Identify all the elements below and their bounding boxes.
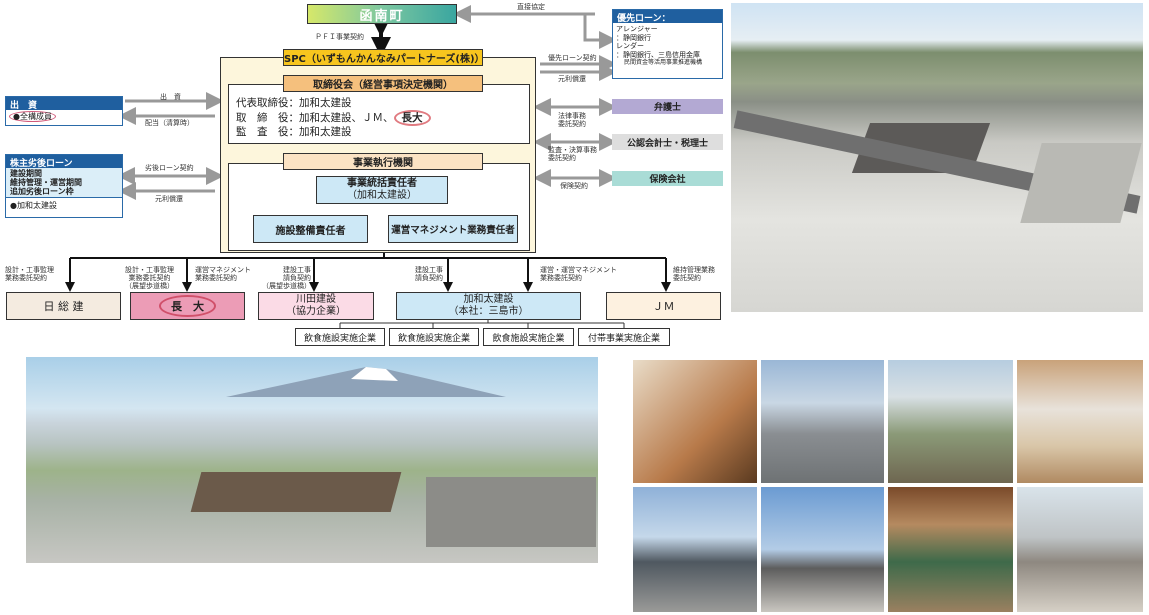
insurance-contract-label: 保険契約 [560, 182, 588, 190]
highlight-circle: 長大 [393, 109, 431, 126]
subcontractor-box: 飲食施設実施企業 [389, 328, 479, 346]
repayment-arrow-label: 元利償還 [155, 195, 183, 203]
sub-loan-line: 建設期間 [10, 169, 42, 178]
photo-building-exterior [761, 360, 884, 483]
company-chodai: 長 大 [130, 292, 245, 320]
photo-rooftop-garden [888, 360, 1013, 483]
subcontractor-box: 飲食施設実施企業 [295, 328, 385, 346]
equity-box: 出 資 ●全構成員 [5, 96, 123, 126]
contract-label: 業務委託契約 [128, 274, 171, 282]
photo-food [633, 360, 757, 483]
subcontractor-box: 飲食施設実施企業 [483, 328, 574, 346]
equity-member: ●全構成員 [9, 111, 56, 122]
contract-label: 建設工事 [283, 266, 311, 274]
exec-lead: 事業統括責任者 [347, 178, 417, 189]
exec-lead-box: 事業統括責任者（加和太建設） [316, 176, 448, 204]
board-members: 代表取締役：加和太建設 取 締 役：加和太建設、ＪＭ、長大 監 査 役：加和太建… [236, 96, 431, 140]
contract-label: 委託契約 [673, 274, 701, 282]
company-name: 加和太建設 [463, 294, 514, 305]
company-nissoken: 日 総 建 [6, 292, 121, 320]
company-name: 川田建設 [296, 294, 336, 305]
board-title: 取締役会（経営事項決定機関） [283, 75, 483, 92]
company-jm: ＪＭ [606, 292, 721, 320]
contract-label: 請負契約 [415, 274, 443, 282]
equity-arrow-label: 出 資 [160, 93, 181, 101]
board-box [228, 84, 530, 144]
accountant-contract-label: 委託契約 [548, 154, 576, 162]
accountant-contract-label: 監査・決算事務 [548, 146, 597, 154]
facility-lead-box: 施設整備責任者 [253, 215, 368, 243]
mountain-shape [226, 367, 506, 397]
contract-label: 設計・工事監理 [5, 266, 54, 274]
board-line: 代表取締役：加和太建設 [236, 97, 352, 109]
pfi-contract-label: ＰＦＩ事業契約 [315, 33, 364, 41]
dividend-arrow-label: 配当（清算時） [145, 119, 194, 127]
contract-label: （展望歩道橋） [125, 282, 174, 290]
subcontractor-box: 付帯事業実施企業 [578, 328, 670, 346]
company-kawada: 川田建設（協力企業） [258, 292, 374, 320]
company-sub: （本社：三島市） [448, 306, 529, 317]
senior-loan-arrow-label: 優先ローン契約 [548, 54, 597, 62]
photo-plaza [1017, 487, 1143, 612]
sub-loan-box: 株主劣後ローン 建設期間維持管理・運営期間追加劣後ローン枠 ●加和太建設 [5, 154, 123, 218]
lawyer-contract-label: 委託契約 [558, 120, 586, 128]
parking-shape [426, 477, 596, 547]
sub-loan-title: 株主劣後ローン [6, 155, 122, 169]
contract-label: 建設工事 [415, 266, 443, 274]
rendering-image [26, 357, 598, 563]
senior-loan-line: ：静岡銀行 [616, 33, 651, 42]
spc-title: SPC（いずもんかんなみパートナーズ(株)） [283, 49, 485, 66]
equity-title: 出 資 [6, 97, 122, 111]
sub-loan-line: 維持管理・運営期間 [10, 178, 82, 187]
contract-label: 運営マネジメント [195, 266, 251, 274]
senior-loan-line: アレンジャー [616, 25, 658, 33]
exec-title: 事業執行機関 [283, 153, 483, 170]
contract-label: 維持管理業務 [673, 266, 715, 274]
contract-label: 設計・工事監理 [125, 266, 174, 274]
senior-loan-box: 優先ローン： アレンジャー：静岡銀行レンダー：静岡銀行、三島信用金庫民間資金等活… [612, 9, 723, 79]
ops-lead-box: 運営マネジメント業務責任者 [388, 215, 518, 243]
aerial-photo [731, 3, 1143, 312]
contract-label: （展望歩道橋） [262, 282, 311, 290]
sub-loan-arrow-label: 劣後ローン契約 [145, 164, 194, 172]
photo-facade [761, 487, 884, 612]
company-kawata: 加和太建設（本社：三島市） [396, 292, 581, 320]
sub-loan-line: 追加劣後ローン枠 [10, 187, 74, 196]
senior-loan-title: 優先ローン： [613, 10, 722, 24]
town-box: 函南町 [307, 4, 457, 24]
senior-repayment-label: 元利償還 [558, 75, 586, 83]
direct-agreement-label: 直接協定 [517, 3, 545, 11]
lawyer-contract-label: 法律事務 [558, 112, 586, 120]
photo-shop [888, 487, 1013, 612]
diagram-connectors [65, 5, 671, 328]
board-line: 取 締 役：加和太建設、ＪＭ、長大 [236, 109, 431, 126]
senior-loan-line: レンダー [616, 42, 644, 50]
contract-label: 請負契約 [283, 274, 311, 282]
photo-interior [1017, 360, 1143, 483]
company-sub: （協力企業） [286, 306, 346, 317]
board-line: 監 査 役：加和太建設 [236, 126, 352, 138]
board-line-text: 取 締 役：加和太建設、ＪＭ、 [236, 111, 394, 124]
contract-label: 運営・運営マネジメント [540, 266, 617, 274]
lawyer-box: 弁護士 [612, 99, 723, 114]
contract-label: 業務委託契約 [5, 274, 47, 282]
building-shape [190, 472, 402, 512]
senior-loan-line: 民間資金等活用事業推進機構 [624, 59, 703, 66]
sub-loan-member: ●加和太建設 [10, 201, 57, 210]
senior-loan-line: ：静岡銀行、三島信用金庫 [616, 50, 700, 59]
company-name: 長 大 [159, 295, 216, 317]
photo-mount-fuji-view [633, 487, 757, 612]
contract-label: 業務委託契約 [195, 274, 237, 282]
contract-label: 業務委託契約 [540, 274, 582, 282]
accountant-box: 公認会計士・税理士 [612, 134, 723, 150]
exec-lead-sub: （加和太建設） [347, 190, 417, 201]
insurance-box: 保険会社 [612, 171, 723, 186]
